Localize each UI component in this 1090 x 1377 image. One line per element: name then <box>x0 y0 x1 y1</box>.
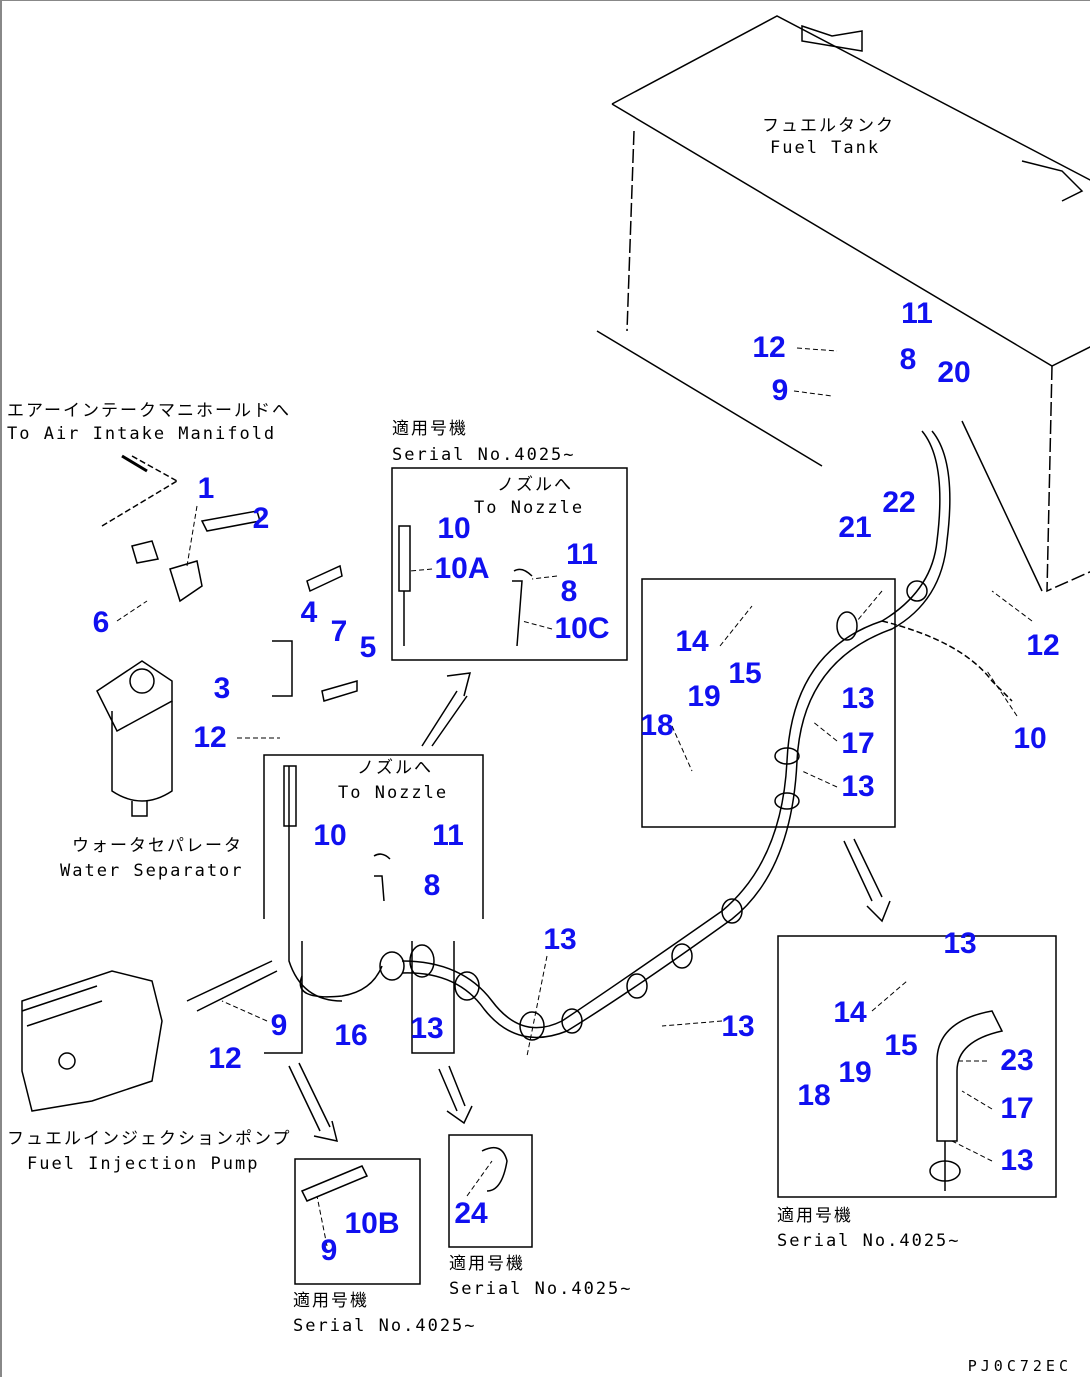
fuel-tank-label-jp: フュエルタンク <box>762 116 895 136</box>
callout: 3 <box>213 672 231 705</box>
nozzle-label-jp: ノズルへ <box>357 758 433 778</box>
callout: 6 <box>92 606 110 639</box>
water-separator-label-jp: ウォータセパレータ <box>72 836 243 856</box>
callout: 10A <box>434 552 490 585</box>
pump-label-jp: フュエルインジェクションポンプ <box>7 1129 292 1149</box>
fuel-pipe <box>288 430 1013 1039</box>
callout: 13 <box>543 923 577 956</box>
water-separator-label: Water Separator <box>60 861 244 881</box>
arrows <box>121 454 891 1142</box>
water-separator <box>96 660 173 817</box>
callout: 12 <box>208 1042 242 1075</box>
fuel-tank-label: Fuel Tank <box>770 138 881 158</box>
nozzle-label-jp: ノズルへ <box>497 475 573 495</box>
callout: 10C <box>554 612 610 645</box>
callout: 8 <box>899 343 917 376</box>
callout: 11 <box>901 297 933 330</box>
serial-label: Serial No.4025~ <box>392 445 576 465</box>
callout: 21 <box>838 511 872 544</box>
callout: 23 <box>1000 1044 1034 1077</box>
callout: 10 <box>437 512 471 545</box>
bracket <box>101 455 358 702</box>
callout: 12 <box>1026 629 1060 662</box>
nozzle-label: To Nozzle <box>474 498 585 518</box>
callout: 11 <box>432 819 464 852</box>
callout: 12 <box>752 331 786 364</box>
callout: 9 <box>771 374 789 407</box>
fuel-tank <box>596 15 1090 593</box>
callout: 13 <box>410 1012 444 1045</box>
callout: 14 <box>833 996 867 1029</box>
air-intake-label: To Air Intake Manifold <box>7 424 277 444</box>
callout: 17 <box>1000 1092 1034 1125</box>
callout: 15 <box>728 657 762 690</box>
callout: 24 <box>454 1197 488 1230</box>
serial-label-jp: 適用号機 <box>392 419 468 439</box>
callout: 13 <box>841 682 875 715</box>
callout: 12 <box>193 721 227 754</box>
serial-label-jp: 適用号機 <box>777 1206 853 1226</box>
air-intake-label-jp: エアーインテークマニホールドへ <box>7 401 291 421</box>
inset-boxes <box>263 467 1057 1285</box>
callout: 17 <box>841 727 875 760</box>
serial-label: Serial No.4025~ <box>293 1316 477 1336</box>
callout: 13 <box>841 770 875 803</box>
callout: 10B <box>344 1207 400 1240</box>
injection-pump <box>21 970 163 1112</box>
callout: 20 <box>937 356 971 389</box>
callout: 9 <box>320 1234 338 1267</box>
callout: 4 <box>300 596 318 629</box>
inset-parts <box>283 525 1004 1202</box>
pipe-segment <box>186 960 278 1012</box>
callout: 18 <box>797 1079 831 1112</box>
callout: 19 <box>838 1056 872 1089</box>
callout: 2 <box>252 502 270 535</box>
callout: 15 <box>884 1029 918 1062</box>
callout: 13 <box>1000 1144 1034 1177</box>
serial-label-jp: 適用号機 <box>449 1254 525 1274</box>
clamps <box>379 580 928 1041</box>
callout: 16 <box>334 1019 368 1052</box>
drawing-code: PJ0C72EC <box>967 1357 1072 1375</box>
callout: 5 <box>359 631 377 664</box>
callout: 18 <box>640 709 674 742</box>
callout: 13 <box>943 927 977 960</box>
pump-label: Fuel Injection Pump <box>27 1154 260 1174</box>
serial-label: Serial No.4025~ <box>449 1279 633 1299</box>
callout: 13 <box>721 1010 755 1043</box>
callout: 19 <box>687 680 721 713</box>
leader-lines <box>116 347 1033 1247</box>
callout: 10 <box>1013 722 1047 755</box>
callout: 7 <box>330 615 348 648</box>
serial-label-jp: 適用号機 <box>293 1291 369 1311</box>
callout: 10 <box>313 819 347 852</box>
callout: 11 <box>566 538 598 571</box>
callout: 8 <box>560 575 578 608</box>
callout: 1 <box>197 472 215 505</box>
callout: 9 <box>270 1009 288 1042</box>
nozzle-label: To Nozzle <box>338 783 449 803</box>
serial-label: Serial No.4025~ <box>777 1231 961 1251</box>
callout: 8 <box>423 869 441 902</box>
callout: 22 <box>882 486 916 519</box>
callout: 14 <box>675 625 709 658</box>
